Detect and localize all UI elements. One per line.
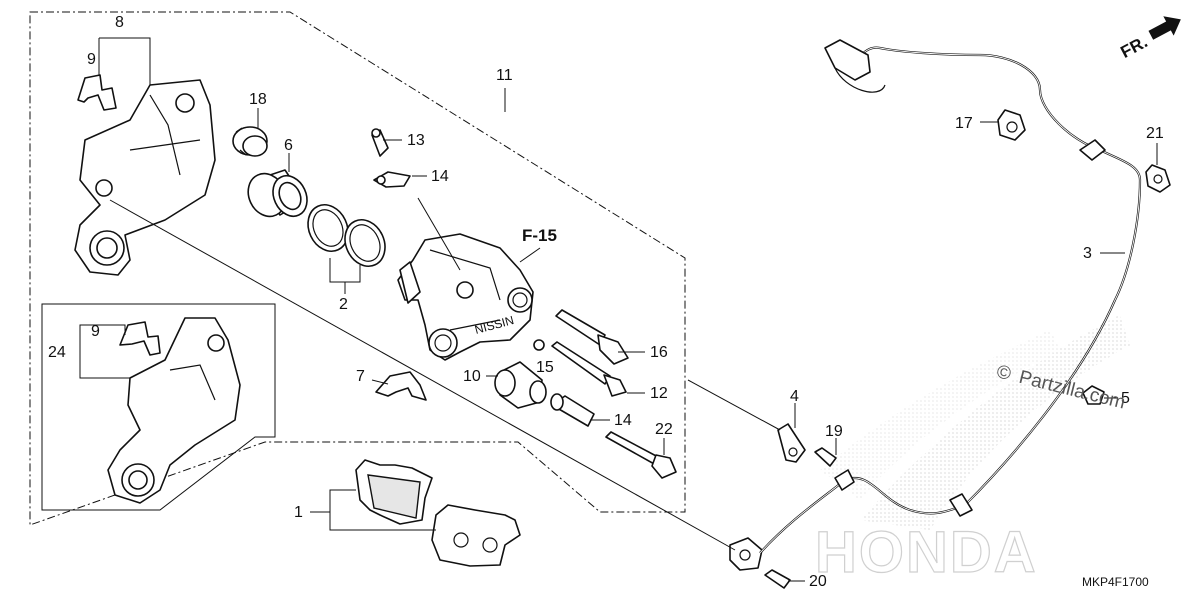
- callout-6: 6: [284, 137, 293, 154]
- cable-clamp-19: [997, 109, 1026, 141]
- o-ring: [533, 339, 545, 351]
- bleeder-screw: [371, 128, 389, 157]
- sensor-bolt: [764, 569, 791, 589]
- callout-17: 16: [650, 344, 668, 361]
- sliding-pin: [555, 309, 629, 365]
- bracket-bolt: [814, 447, 837, 467]
- piston-seal-set: [307, 204, 386, 267]
- callout-10: 10: [463, 368, 481, 385]
- callout-24: 24: [48, 344, 66, 361]
- front-direction-label: FR.: [1118, 32, 1151, 62]
- sensor-cable: [759, 39, 1142, 554]
- assembly-frame-main: [29, 11, 686, 526]
- pad-retainer-clip-alt: [119, 321, 161, 356]
- callout-9-alt: 9: [91, 323, 100, 340]
- callout-11: 11: [496, 67, 513, 84]
- callout-8: 8: [115, 14, 124, 31]
- front-direction-arrow: FR.: [1118, 16, 1181, 62]
- callout-4: 4: [790, 388, 799, 405]
- callout-7: 7: [356, 368, 365, 385]
- callout-5: 5: [1121, 390, 1130, 407]
- caliper-bracket-alt: [107, 317, 241, 504]
- callout-14: 14: [431, 168, 449, 185]
- callout-13: 13: [407, 132, 425, 149]
- callout-23: 21: [1146, 125, 1164, 142]
- reference-label: F-15: [522, 226, 557, 245]
- callout-3: 3: [1083, 245, 1092, 262]
- pin-boot: [494, 361, 547, 409]
- pad-retainer-clip: [77, 74, 117, 111]
- callout-21: 20: [809, 573, 827, 590]
- callout-16: 15: [536, 359, 554, 376]
- callout-2: 2: [339, 296, 348, 313]
- dust-boot: [232, 126, 268, 157]
- bracket-leader-line: [687, 379, 781, 431]
- assembly-frame-bracket: [41, 303, 276, 511]
- brand-watermark: HONDA: [815, 520, 1038, 585]
- callout-18: 18: [249, 91, 267, 108]
- callout-19: 17: [955, 115, 973, 132]
- bleeder-cap: [373, 171, 411, 188]
- leader-lines: [79, 37, 1158, 582]
- speed-sensor: [729, 537, 763, 571]
- callout-20: 19: [825, 423, 843, 440]
- cap-leader-line: [417, 197, 461, 271]
- cable-clamp-23: [1145, 164, 1171, 193]
- caliper-body: NISSIN: [397, 233, 534, 361]
- caliper-bolt: [605, 431, 677, 479]
- cable-clip-5: [1082, 385, 1105, 405]
- pad-spring: [375, 371, 427, 401]
- callout-1: 1: [294, 504, 303, 521]
- sensor-leader-line: [109, 199, 736, 551]
- callout-9: 9: [87, 51, 96, 68]
- callout-12: 12: [650, 385, 668, 402]
- callout-22: 22: [655, 421, 673, 438]
- diagram-code: MKP4F1700: [1082, 575, 1149, 589]
- pin-sleeve: [550, 393, 595, 427]
- watermark-swoosh: [860, 315, 1130, 530]
- brake-pad-set: [355, 459, 521, 567]
- pad-pin: [551, 341, 627, 397]
- piston: [247, 169, 308, 218]
- callout-15: 14: [614, 412, 632, 429]
- caliper-bracket: [74, 79, 216, 276]
- watermark-symbol: ©: [994, 361, 1013, 385]
- sensor-bracket: [777, 423, 806, 463]
